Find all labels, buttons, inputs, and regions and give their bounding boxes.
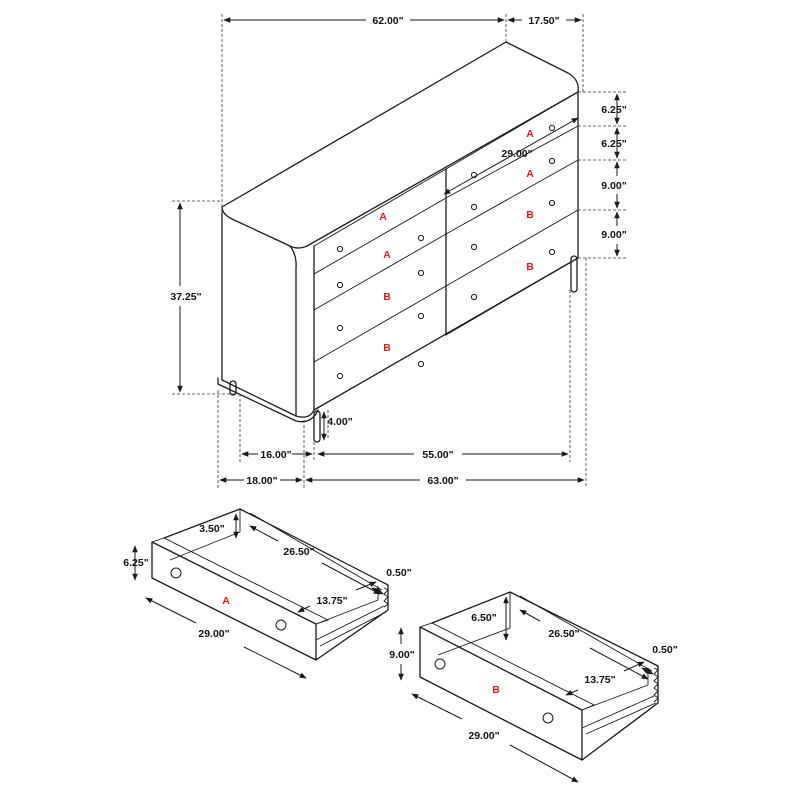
drawer-b-width: 29.00" bbox=[468, 730, 499, 742]
dim-width: 62.00" bbox=[372, 15, 403, 27]
dim-depth: 17.50" bbox=[528, 15, 559, 27]
drawer-letter: B bbox=[383, 342, 391, 354]
drawer-b-height: 9.00" bbox=[389, 649, 414, 661]
drawer-a-inner-depth: 26.50" bbox=[283, 546, 314, 558]
drawer-a-height: 6.25" bbox=[123, 557, 148, 569]
dim-leg-front: 55.00" bbox=[422, 449, 453, 461]
dresser-plinth bbox=[217, 377, 319, 423]
drawer-letter: A bbox=[526, 128, 534, 140]
drawer-a-inner-height: 3.50" bbox=[199, 523, 224, 535]
dim-leg-height: 4.00" bbox=[327, 416, 352, 428]
drawer-b-dimensions: 9.00" 6.50" 26.50" 0.50" 13.75" 29.00" bbox=[389, 596, 678, 783]
dim-drawer-b1: 9.00" bbox=[601, 180, 626, 192]
drawer-b-inner-width: 13.75" bbox=[584, 674, 615, 686]
drawer-b-inner-height: 6.50" bbox=[471, 612, 496, 624]
drawer-a-drawing: A bbox=[151, 508, 389, 661]
dim-drawer-b2: 9.00" bbox=[601, 229, 626, 241]
dim-base-side: 18.00" bbox=[246, 475, 277, 487]
drawer-b-letter: B bbox=[492, 684, 500, 696]
dresser-top bbox=[221, 41, 579, 249]
drawer-a-inner-width: 13.75" bbox=[316, 595, 347, 607]
dim-base-front: 63.00" bbox=[427, 475, 458, 487]
drawer-a-letter: A bbox=[222, 595, 230, 607]
drawer-letter: B bbox=[383, 291, 391, 303]
dim-drawer-a1: 6.25" bbox=[601, 104, 626, 116]
dresser-dimensions: 62.00" 17.50" 37.25" 6.25" 6.25" 9.00" 9… bbox=[170, 14, 628, 488]
drawer-fronts bbox=[313, 91, 579, 363]
dim-leg-side: 16.00" bbox=[260, 449, 291, 461]
drawer-letter: B bbox=[526, 209, 534, 221]
drawer-letter: A bbox=[379, 211, 387, 223]
dim-inner-width: 29.00" bbox=[501, 148, 532, 160]
drawer-b-thickness: 0.50" bbox=[652, 644, 677, 656]
drawer-a-thickness: 0.50" bbox=[386, 567, 411, 579]
dim-drawer-a2: 6.25" bbox=[601, 138, 626, 150]
drawer-a-dimensions: 6.25" 3.50" 26.50" 0.50" 13.75" 29.00" bbox=[123, 513, 412, 679]
dim-height: 37.25" bbox=[170, 291, 201, 303]
dresser-legs bbox=[229, 255, 578, 443]
drawer-a-width: 29.00" bbox=[198, 628, 229, 640]
dresser-drawing: A A B B A A B B bbox=[217, 41, 579, 443]
drawer-letter: B bbox=[526, 261, 534, 273]
drawer-letter: A bbox=[383, 249, 391, 261]
drawer-b-drawing: B bbox=[419, 591, 659, 761]
drawer-letter: A bbox=[526, 168, 534, 180]
drawer-b-inner-depth: 26.50" bbox=[548, 628, 579, 640]
